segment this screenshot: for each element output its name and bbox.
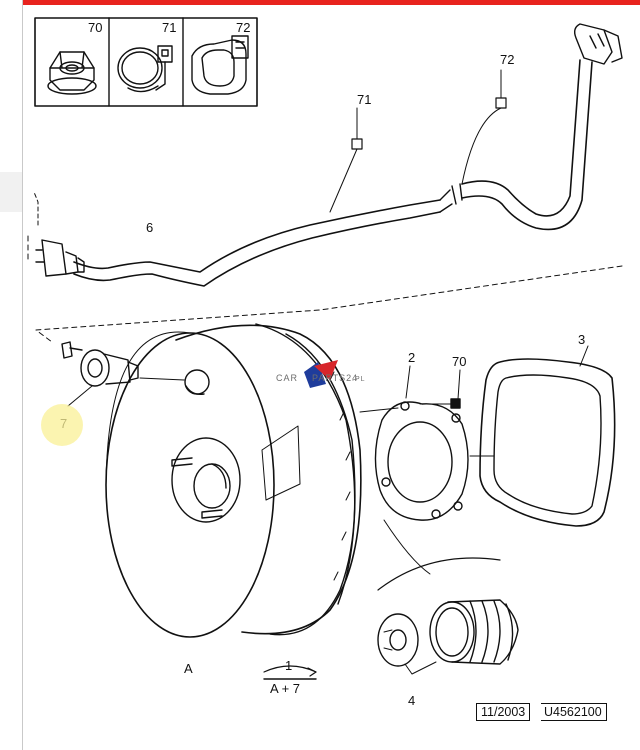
check-valve (61, 341, 139, 387)
parts-panel: 70 71 72 (34, 17, 258, 107)
watermark-suffix: .PL (352, 376, 366, 383)
highlight-marker (41, 404, 83, 446)
callout-clip-71: 71 (357, 92, 371, 107)
logo-blue-mark (304, 362, 326, 388)
callout-booster: A (184, 661, 193, 676)
callout-hose: 6 (146, 220, 153, 235)
logo-red-mark (314, 360, 338, 380)
vacuum-hose (35, 23, 623, 287)
callout-gasket: 2 (408, 350, 415, 365)
callout-seal-ring: 3 (578, 332, 585, 347)
panel-label-71: 71 (162, 20, 176, 35)
gasket (359, 365, 469, 521)
legend-top: 1 (285, 658, 292, 673)
callout-boot-kit: 4 (408, 693, 415, 708)
callout-clip-72: 72 (500, 52, 514, 67)
legend-bottom: A + 7 (270, 681, 300, 696)
callout-nut-70: 70 (452, 354, 466, 369)
nut-marker-70 (450, 398, 461, 409)
footer-code: U4562100 (541, 703, 607, 721)
panel-label-72: 72 (236, 20, 250, 35)
top-accent-bar (22, 0, 640, 5)
flange-nut-icon (47, 51, 97, 95)
left-border (22, 0, 23, 750)
brake-booster (105, 323, 362, 638)
seal-ring (469, 345, 616, 527)
left-scroll-shade (0, 172, 22, 212)
watermark-rest: PARTS24 (312, 373, 358, 383)
boot-kit (377, 599, 519, 675)
hose-clip-icon (117, 45, 173, 93)
clip-marker-71 (351, 138, 363, 150)
clip-marker-72 (495, 97, 507, 109)
footer-date: 11/2003 (476, 703, 531, 721)
watermark-prefix: CAR (276, 373, 298, 383)
watermark: CAR PARTS24 .PL (276, 360, 366, 388)
pipe-clip-icon (191, 35, 249, 95)
panel-label-70: 70 (88, 20, 102, 35)
